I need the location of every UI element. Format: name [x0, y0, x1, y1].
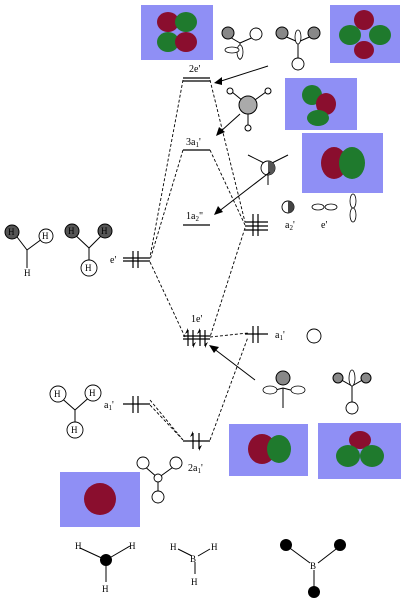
orbital-panel-7: [60, 472, 140, 527]
b-label-e: e': [321, 220, 327, 231]
electrons-2a1: [190, 431, 202, 451]
mo-level-1a2: 1a2": [183, 211, 210, 226]
sketch-1e-right: [332, 369, 372, 415]
h3-fragment-b: H H H: [64, 223, 113, 277]
svg-text:H: H: [71, 425, 78, 435]
svg-text:H: H: [54, 389, 61, 399]
orbital-panel-6: [318, 423, 401, 479]
mo-level-1e: 1e': [183, 314, 210, 348]
svg-text:B: B: [190, 554, 196, 564]
b-level-p: a2' e': [245, 214, 327, 236]
svg-text:H: H: [42, 231, 49, 241]
svg-text:H: H: [129, 541, 136, 551]
b-orbital-sketches: [281, 193, 357, 344]
svg-text:H: H: [75, 541, 82, 551]
frag-label-e: e': [110, 255, 116, 266]
mo-label-1e: 1e': [191, 314, 202, 325]
svg-text:H: H: [24, 268, 31, 278]
orbital-panel-1: [141, 5, 213, 60]
svg-text:a1': a1': [275, 330, 285, 342]
bottom-bh3-labeled: H B H H: [170, 542, 218, 587]
svg-text:H: H: [170, 542, 177, 552]
bottom-bh3-balls: B: [280, 539, 346, 598]
b-label-a2: a: [285, 220, 290, 231]
svg-text:B: B: [310, 561, 316, 571]
svg-text:H: H: [191, 577, 198, 587]
svg-text:H: H: [8, 227, 15, 237]
sketch-1e-left: [262, 370, 306, 408]
orbital-panel-2: [330, 5, 400, 63]
sketch-2e-left: [221, 26, 263, 60]
svg-text:a1': a1': [104, 400, 114, 412]
mo-level-3a1: 3a1': [183, 137, 210, 151]
svg-text:H: H: [102, 584, 109, 594]
svg-text:3a1': 3a1': [186, 137, 201, 149]
svg-text:H: H: [211, 542, 218, 552]
correlation-lines: [149, 79, 249, 441]
mo-level-2a1: 2a1': [183, 431, 210, 475]
mo-label-2a1: 2a: [188, 463, 198, 474]
orbital-panel-4: [302, 133, 383, 193]
svg-text:1a2": 1a2": [186, 211, 203, 223]
h3-fragment-a: H H H: [4, 224, 54, 278]
orbital-panel-3: [285, 78, 357, 130]
h3-fragment-c: H H H: [49, 384, 102, 439]
sketch-3a1: [226, 87, 272, 132]
bottom-bh3-solid: H H H: [75, 541, 136, 594]
mo-level-2e: 2e': [183, 64, 210, 82]
frag-level-a1: a1': [104, 396, 150, 413]
sketch-2a1: [136, 456, 183, 504]
electrons-1e: [185, 328, 208, 348]
b-level-s: a1': [245, 326, 285, 343]
orbital-panel-5: [229, 424, 308, 476]
mo-label-2e: 2e': [189, 64, 200, 75]
svg-text:2a1': 2a1': [188, 463, 203, 475]
mo-label-1a2: 1a: [186, 211, 196, 222]
sketch-1a2: [247, 154, 289, 185]
mo-label-3a1: 3a: [186, 137, 196, 148]
svg-text:H: H: [89, 388, 96, 398]
svg-text:H: H: [101, 226, 108, 236]
svg-text:H: H: [85, 263, 92, 273]
svg-text:H: H: [68, 226, 75, 236]
b-label-a1: a: [275, 330, 280, 341]
frag-label-a1: a: [104, 400, 109, 411]
svg-text:a2': a2': [285, 220, 295, 232]
arrows: [209, 65, 271, 381]
frag-level-e: e': [110, 251, 150, 268]
sketch-2e-right: [275, 26, 321, 71]
